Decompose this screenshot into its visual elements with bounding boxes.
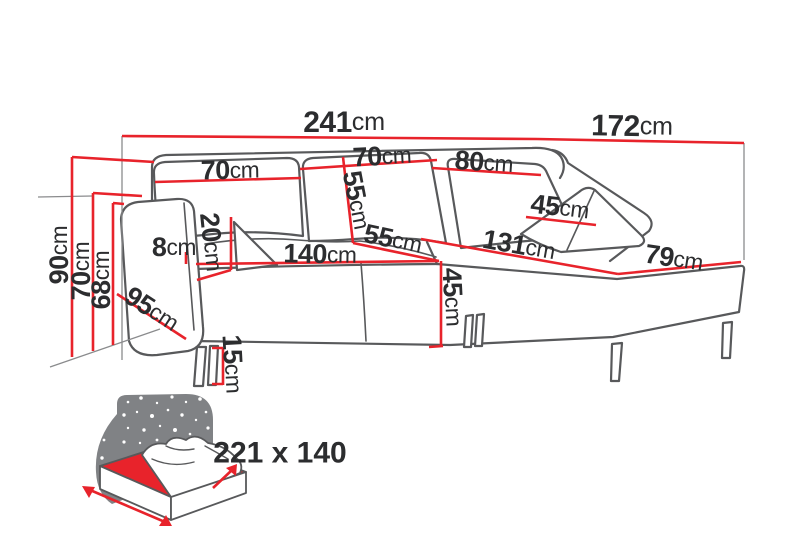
extension-lines	[37, 136, 745, 368]
cushion-corner	[232, 220, 279, 272]
dim-label-mid-back-cushion: 70cm	[352, 139, 412, 172]
dim-label-seat-width: 140cm	[283, 238, 357, 269]
dim-label-total-width: 241cm	[303, 106, 385, 139]
armrest	[119, 197, 205, 357]
dim-label-armrest-height: 68cm	[86, 251, 116, 310]
dim-label-cushion-above-armrest: 20cm	[194, 211, 230, 272]
dim-label-chaise-pillow: 45cm	[529, 189, 591, 226]
chaise-pillow	[519, 186, 646, 254]
dim-label-chaise-depth: 172cm	[591, 109, 673, 143]
dim-label-left-back-cushion: 70cm	[200, 154, 259, 185]
dim-label-right-back-cushion: 80cm	[454, 145, 515, 179]
sofa-outline	[119, 146, 748, 388]
dim-label-chaise-end-width: 79cm	[643, 239, 706, 278]
bed-dimension-arrows	[82, 464, 237, 526]
sofa-legs	[192, 312, 734, 388]
sofa-bed-icon: 221 x 140	[82, 394, 347, 526]
back-panel	[150, 146, 565, 254]
back-cushion-middle	[301, 151, 448, 245]
dim-label-back-cushion-height: 55cm	[337, 168, 378, 231]
dimension-lines	[70, 134, 745, 386]
dim-label-leg-height: 15cm	[216, 334, 249, 394]
dim-label-total-height: 90cm	[44, 226, 74, 285]
sleeping-area-label: 221 x 140	[213, 437, 346, 470]
back-right-wedge	[550, 148, 653, 263]
dim-label-seat-depth: 55cm	[361, 218, 425, 260]
dim-label-back-height: 70cm	[66, 242, 96, 301]
stars	[100, 395, 210, 494]
dim-label-armrest-top-width: 8cm	[152, 232, 196, 262]
dim-label-seat-height: 45cm	[436, 267, 469, 327]
